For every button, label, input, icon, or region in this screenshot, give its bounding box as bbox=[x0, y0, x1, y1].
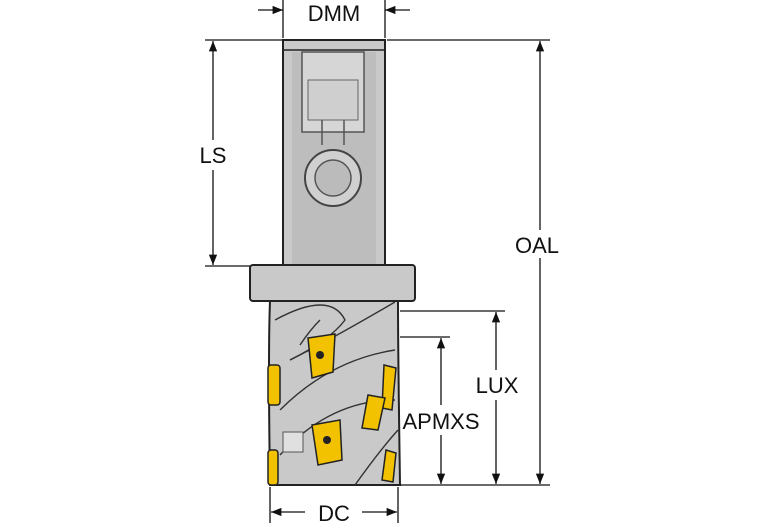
dimension-oal: OAL bbox=[387, 39, 559, 486]
dmm-label: DMM bbox=[308, 1, 361, 26]
oal-label: OAL bbox=[515, 233, 559, 258]
apmxs-label: APMXS bbox=[402, 409, 479, 434]
dimension-lux: LUX bbox=[400, 310, 519, 484]
dc-label: DC bbox=[318, 501, 350, 523]
cutting-insert bbox=[311, 419, 343, 466]
dimension-ls: LS bbox=[200, 39, 283, 267]
cutting-insert bbox=[267, 364, 281, 406]
shank bbox=[282, 39, 386, 267]
cutting-insert bbox=[381, 449, 397, 483]
lux-label: LUX bbox=[476, 373, 519, 398]
cutting-insert bbox=[267, 449, 279, 486]
dimension-dc: DC bbox=[269, 487, 399, 523]
cutting-insert bbox=[307, 333, 336, 379]
dimension-dmm: DMM bbox=[258, 0, 410, 38]
flange bbox=[249, 264, 416, 302]
dimension-apmxs: APMXS bbox=[400, 336, 480, 484]
cutting-insert bbox=[361, 394, 386, 431]
ls-label: LS bbox=[200, 143, 227, 168]
cutting-head bbox=[267, 300, 402, 486]
